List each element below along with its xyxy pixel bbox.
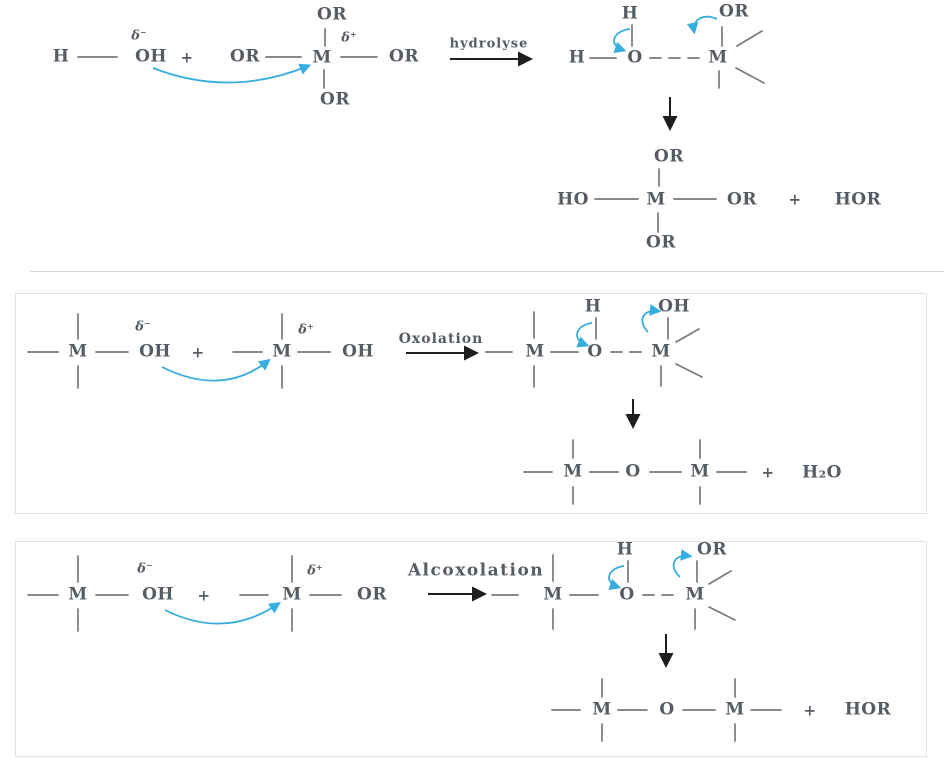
oxolation-panel	[15, 293, 927, 514]
atom-M: M	[543, 584, 563, 605]
byproduct-HOR: HOR	[834, 189, 882, 210]
atom-OR: OR	[230, 46, 260, 67]
plus-sign: +	[803, 701, 817, 720]
atom-OR: OR	[697, 539, 727, 560]
electron-arrow	[672, 549, 693, 578]
atom-M: M	[525, 341, 545, 362]
delta-plus: δ⁺	[307, 563, 323, 579]
electron-arrow	[164, 602, 281, 625]
atom-OR: OR	[727, 189, 757, 210]
bond	[736, 30, 763, 47]
panel-divider	[30, 271, 944, 272]
atom-O: O	[659, 699, 675, 720]
bond	[708, 606, 736, 621]
bond	[675, 328, 700, 343]
plus-sign: +	[788, 190, 802, 209]
byproduct-HOR: HOR	[844, 699, 892, 720]
delta-minus: δ⁻	[135, 319, 151, 335]
atom-OR: OR	[357, 584, 387, 605]
atom-M: M	[563, 461, 583, 482]
atom-H: H	[621, 3, 639, 24]
atom-M: M	[272, 341, 292, 362]
atom-OH: OH	[342, 341, 374, 362]
reaction-label-alcoxolation: Alcoxolation	[407, 560, 545, 581]
delta-plus: δ⁺	[341, 30, 357, 46]
alcoxolation-bonds	[27, 549, 782, 742]
electron-arrow	[576, 322, 593, 348]
atom-H: H	[584, 296, 602, 317]
atom-OH: OH	[139, 341, 171, 362]
reaction-label-hydrolyse: hydrolyse	[449, 36, 529, 52]
atom-O: O	[619, 584, 635, 605]
atom-M: M	[312, 47, 332, 68]
atom-OH: OH	[142, 584, 174, 605]
atom-OR: OR	[389, 46, 419, 67]
atom-OR: OR	[719, 1, 749, 22]
atom-M: M	[725, 699, 745, 720]
plus-sign: +	[180, 48, 194, 67]
atom-H: H	[52, 46, 70, 67]
alcoxolation-panel	[15, 541, 927, 757]
oxolation-bonds	[27, 304, 747, 505]
atom-OH: OH	[658, 296, 690, 317]
atom-HO: HO	[557, 189, 589, 210]
electron-arrow	[608, 565, 625, 590]
delta-plus: δ⁺	[298, 322, 314, 338]
reaction-label-oxolation: Oxolation	[398, 331, 484, 347]
atom-H: H	[568, 47, 586, 68]
electron-arrow	[161, 358, 271, 382]
hydrolysis-bonds	[77, 15, 765, 233]
byproduct-H2O: H₂O	[802, 462, 842, 483]
atom-OR: OR	[646, 232, 676, 253]
atom-M: M	[592, 699, 612, 720]
bond	[735, 67, 765, 84]
bond	[708, 570, 732, 585]
atom-H: H	[616, 539, 634, 560]
atom-M: M	[68, 341, 88, 362]
atom-OR: OR	[320, 89, 350, 110]
atom-M: M	[690, 461, 710, 482]
atom-M: M	[282, 584, 302, 605]
atom-M: M	[685, 584, 705, 605]
atom-M: M	[646, 189, 666, 210]
plus-sign: +	[197, 586, 211, 605]
atom-M: M	[708, 47, 728, 68]
delta-minus: δ⁻	[137, 561, 153, 577]
atom-M: M	[68, 584, 88, 605]
atom-OH: OH	[135, 46, 167, 67]
atom-M: M	[651, 341, 671, 362]
atom-O: O	[627, 47, 643, 68]
atom-OR: OR	[654, 146, 684, 167]
atom-OR: OR	[317, 4, 347, 25]
bond	[675, 363, 703, 378]
plus-sign: +	[191, 343, 205, 362]
atom-O: O	[625, 461, 641, 482]
electron-arrow	[613, 28, 631, 53]
delta-minus: δ⁻	[131, 28, 147, 44]
atom-O: O	[587, 341, 603, 362]
electron-arrow	[686, 15, 718, 35]
electron-arrow	[641, 304, 662, 333]
plus-sign: +	[761, 463, 775, 482]
electron-arrow	[152, 63, 312, 84]
